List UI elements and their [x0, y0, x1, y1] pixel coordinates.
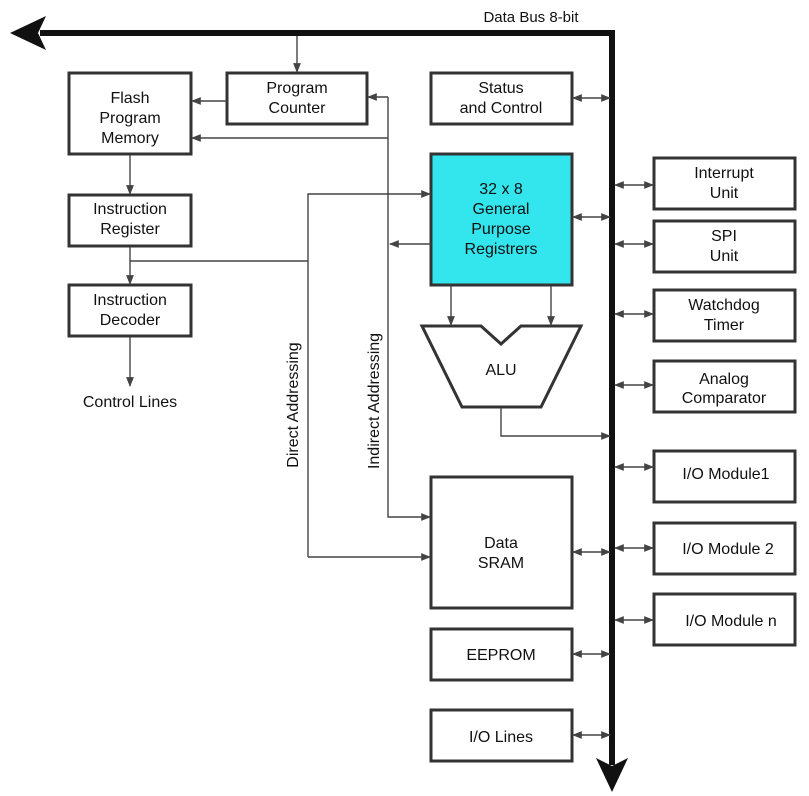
data-bus-label: Data Bus 8-bit	[483, 9, 579, 26]
sram-line2: SRAM	[478, 555, 524, 572]
direct-addressing-label: Direct Addressing	[285, 342, 302, 467]
instruction-decoder-line1: Instruction	[93, 292, 167, 309]
program-counter-line2: Counter	[269, 100, 327, 117]
registers-line1: 32 x 8	[479, 181, 523, 198]
io-module-1-label: I/O Module1	[682, 466, 769, 483]
io-lines-block: I/O Lines	[429, 708, 574, 763]
data-bus	[10, 16, 628, 792]
alu-block: ALU	[419, 324, 584, 409]
registers-line2: General	[473, 201, 530, 218]
instruction-decoder-line2: Decoder	[100, 312, 161, 329]
watchdog-line1: Watchdog	[688, 297, 759, 314]
spi-line2: Unit	[710, 248, 739, 265]
status-control-block: Status and Control	[429, 71, 574, 126]
interrupt-line2: Unit	[710, 185, 739, 202]
control-lines-label: Control Lines	[83, 394, 177, 411]
watchdog-line2: Timer	[704, 317, 745, 334]
status-line2: and Control	[460, 100, 543, 117]
spi-line1: SPI	[711, 228, 737, 245]
flash-line3: Memory	[101, 130, 159, 147]
io-module-n-label: I/O Module n	[685, 613, 777, 630]
alu-label: ALU	[485, 362, 516, 379]
instruction-register-line2: Register	[100, 221, 160, 238]
indirect-addressing-label: Indirect Addressing	[366, 333, 383, 469]
io-module-1-block: I/O Module1	[652, 449, 797, 504]
registers-line4: Registrers	[465, 241, 538, 258]
analog-line2: Comparator	[682, 390, 767, 407]
eeprom-block: EEPROM	[429, 627, 574, 682]
io-module-n-block: I/O Module n	[652, 592, 797, 647]
program-counter-line1: Program	[266, 80, 327, 97]
status-line1: Status	[478, 80, 523, 97]
sram-line1: Data	[484, 535, 518, 552]
analog-line1: Analog	[699, 371, 749, 388]
io-module-2-label: I/O Module 2	[682, 541, 774, 558]
io-module-2-block: I/O Module 2	[652, 521, 797, 576]
io-lines-label: I/O Lines	[469, 729, 533, 746]
interrupt-line1: Interrupt	[694, 165, 754, 182]
spi-unit-block: SPI Unit	[652, 219, 797, 274]
flash-line2: Program	[99, 110, 160, 127]
flash-line1: Flash	[110, 90, 149, 107]
instruction-register-line1: Instruction	[93, 201, 167, 218]
eeprom-label: EEPROM	[466, 647, 535, 664]
connections	[126, 36, 654, 739]
registers-line3: Purpose	[471, 221, 531, 238]
